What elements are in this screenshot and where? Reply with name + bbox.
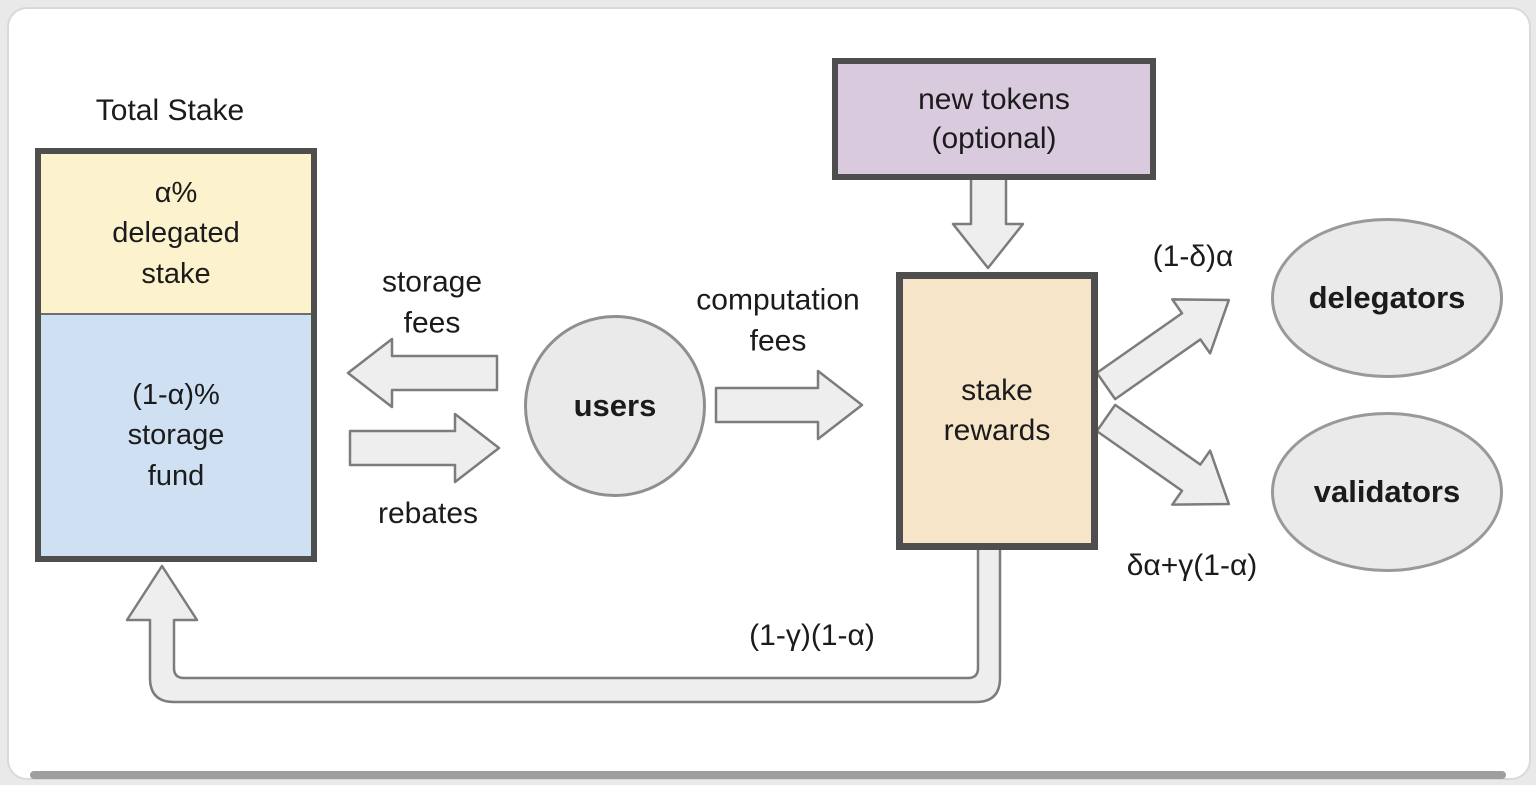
users-label: users <box>573 388 657 423</box>
total-stake-title: Total Stake <box>95 93 245 127</box>
new-tokens-node: new tokens (optional) <box>832 58 1156 180</box>
storage-fund-section: (1-α)% storage fund <box>41 315 311 556</box>
users-node: users <box>524 315 706 497</box>
stake-rewards-label: stake rewards <box>943 373 1051 448</box>
validators-label: validators <box>1313 474 1461 509</box>
computation-fees-label: computation fees <box>696 283 860 358</box>
rebates-arrow <box>348 412 501 484</box>
storage-fund-share-label: (1-γ)(1-α) <box>749 618 875 652</box>
bottom-divider <box>30 771 1506 779</box>
new-tokens-arrow <box>951 170 1025 270</box>
rewards-to-delegators-arrow <box>1095 298 1231 401</box>
validators-node: validators <box>1271 412 1503 572</box>
total-stake-box: α% delegated stake (1-α)% storage fund <box>35 148 317 562</box>
rewards-to-validators-arrow <box>1095 403 1231 506</box>
computation-fees-arrow <box>714 369 864 441</box>
delegators-node: delegators <box>1271 218 1503 378</box>
storage-fees-label: storage fees <box>381 265 483 340</box>
delegated-stake-section: α% delegated stake <box>41 154 311 315</box>
delegated-stake-label: α% delegated stake <box>112 176 240 290</box>
delegators-label: delegators <box>1308 280 1466 315</box>
storage-fund-label: (1-α)% storage fund <box>127 378 225 492</box>
delegators-share-label: (1-δ)α <box>1152 239 1234 273</box>
storage-fees-arrow <box>346 337 499 409</box>
new-tokens-label: new tokens (optional) <box>918 83 1070 155</box>
stake-rewards-node: stake rewards <box>896 272 1098 550</box>
rebates-label: rebates <box>377 496 479 530</box>
validators-share-label: δα+γ(1-α) <box>1126 548 1258 582</box>
